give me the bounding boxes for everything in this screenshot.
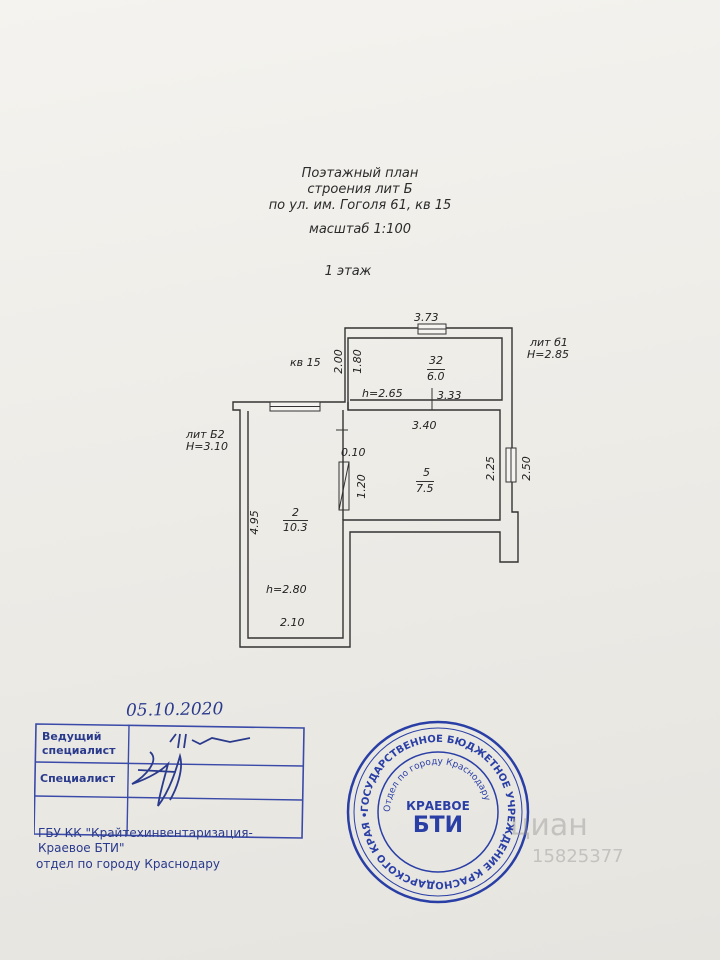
lead-specialist-label-2: специалист xyxy=(42,744,116,757)
room-2-area: 10.3 xyxy=(283,520,308,534)
plan-floor: 1 этаж xyxy=(324,264,372,279)
height-280: h=2.80 xyxy=(266,583,307,596)
room-32-number: 32 xyxy=(429,354,443,367)
lit-b1-label: лит б1 xyxy=(530,336,568,349)
seal-center-line1: КРАЕВОЕ xyxy=(406,799,470,813)
height-265: h=2.65 xyxy=(362,387,403,400)
org-line-3: отдел по городу Краснодару xyxy=(36,857,220,871)
watermark-brand: циан xyxy=(510,808,588,843)
plan-scale: масштаб 1:100 xyxy=(309,222,411,237)
org-line-1: ГБУ КК "Крайтехинвентаризация- xyxy=(38,826,253,840)
initials-signature xyxy=(169,733,251,749)
inner-wall xyxy=(247,337,503,639)
dim-010: 0.10 xyxy=(341,446,366,459)
approval-stamp: Ведущий специалист Специалист ГБУ КК "Кр… xyxy=(34,720,306,878)
room-32-area: 6.0 xyxy=(427,369,445,383)
plan-title-line2: строения лит Б xyxy=(307,182,413,197)
org-line-2: Краевое БТИ" xyxy=(38,841,125,855)
specialist-label: Специалист xyxy=(40,772,116,785)
lit-b1-height: H=2.85 xyxy=(527,348,569,361)
door-opening xyxy=(338,461,350,511)
dim-340: 3.40 xyxy=(412,419,437,432)
plan-title-line1: Поэтажный план xyxy=(301,166,419,181)
dim-210: 2.10 xyxy=(280,616,305,629)
watermark-number: 15825377 xyxy=(532,846,624,867)
room-5-number: 5 xyxy=(423,466,430,479)
svg-text:ГОСУДАРСТВЕННОЕ БЮДЖЕТНОЕ УЧРЕ: ГОСУДАРСТВЕННОЕ БЮДЖЕТНОЕ УЧРЕЖДЕНИЕ КРА… xyxy=(0,0,516,890)
apartment-label: кв 15 xyxy=(290,356,321,369)
lit-b2-height: H=3.10 xyxy=(186,440,228,453)
specialist-signature xyxy=(131,751,182,807)
lead-specialist-label-1: Ведущий xyxy=(42,730,102,743)
plan-title-address: по ул. им. Гоголя 61, кв 15 xyxy=(268,198,452,213)
room-2-number: 2 xyxy=(292,506,299,519)
room-5-area: 7.5 xyxy=(416,481,434,495)
seal-center-line2: БТИ xyxy=(413,813,463,838)
outer-wall xyxy=(232,327,519,648)
seal-ring-text: ГОСУДАРСТВЕННОЕ БЮДЖЕТНОЕ УЧРЕЖДЕНИЕ КРА… xyxy=(0,0,516,890)
dim-333: 3.33 xyxy=(437,389,462,402)
lit-b2-label: лит Б2 xyxy=(186,428,225,441)
dim-373: 3.73 xyxy=(414,311,439,324)
